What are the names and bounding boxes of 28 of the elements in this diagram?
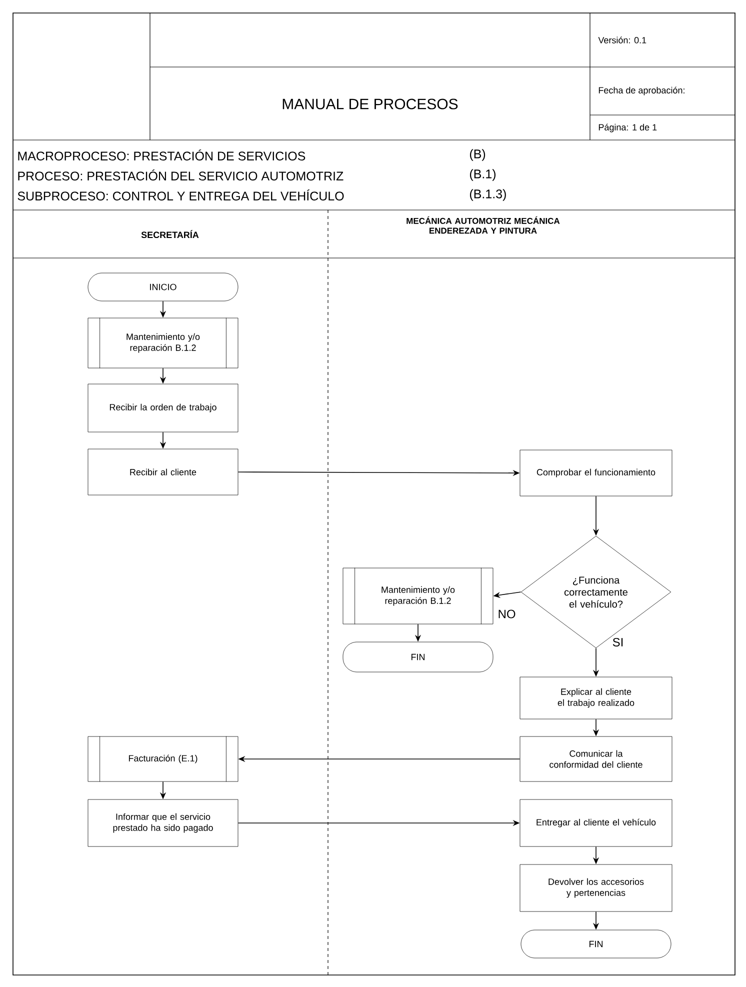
process-box: Informar que el servicio prestado ha sido pagado [88, 799, 238, 847]
process-line: PROCESO: PRESTACIÓN DEL SERVICIO AUTOMOTRIZ [18, 170, 344, 180]
header-field: Versión: 0.1 [598, 36, 646, 44]
process-box: Entregar al cliente el vehículo [520, 799, 672, 847]
lane-header: SECRETARÍA [141, 230, 199, 238]
process-code: (B.1) [470, 169, 496, 181]
process-line: SUBPROCESO: CONTROL Y ENTREGA DEL VEHÍCULO [18, 190, 344, 200]
process-line: MACROPROCESO: PRESTACIÓN DE SERVICIOS [18, 150, 306, 160]
subprocess-box: Mantenimiento y/o reparación B.1.2 [342, 568, 494, 624]
document-title: MANUAL DE PROCESOS [282, 98, 458, 110]
terminal-box: FIN [342, 642, 494, 672]
terminal-box: INICIO [88, 272, 238, 302]
process-box: Recibir al cliente [88, 448, 238, 496]
process-code: (B) [470, 149, 486, 161]
edge-label: NO [496, 608, 517, 620]
edge-label: SI [611, 636, 625, 648]
process-box: Explicar al cliente el trabajo realizado [520, 676, 672, 720]
header-field: Página: 1 de 1 [598, 124, 657, 132]
header-field: Fecha de aprobación: [598, 86, 684, 96]
process-box: Recibir la orden de trabajo [88, 384, 238, 432]
lane-header: MECÁNICA AUTOMOTRIZ MECÁNICA ENDEREZADA Y PINTURA [406, 216, 560, 234]
process-box: Comunicar la conformidad del cliente [520, 736, 672, 782]
subprocess-box: Facturación (E.1) [88, 736, 238, 782]
process-box: Comprobar el funcionamiento [520, 450, 672, 496]
subprocess-box: Mantenimiento y/o reparación B.1.2 [88, 318, 238, 368]
process-box: Devolver los accesorios y pertenencias [520, 864, 672, 912]
process-code: (B.1.3) [470, 189, 506, 201]
terminal-box: FIN [520, 930, 672, 958]
